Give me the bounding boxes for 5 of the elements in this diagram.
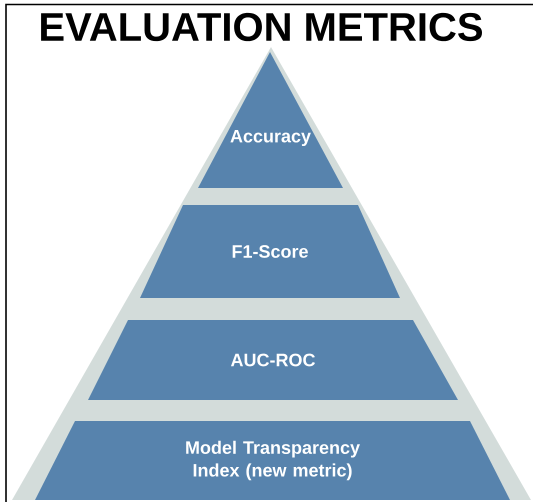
pyramid-level: F1-Score: [140, 205, 400, 298]
diagram-title: EVALUATION METRICS: [41, 12, 482, 42]
pyramid-level: AUC-ROC: [88, 320, 458, 400]
pyramid-level: Accuracy: [198, 52, 343, 188]
pyramid-level: Model Transparency Index (new metric): [35, 421, 510, 500]
